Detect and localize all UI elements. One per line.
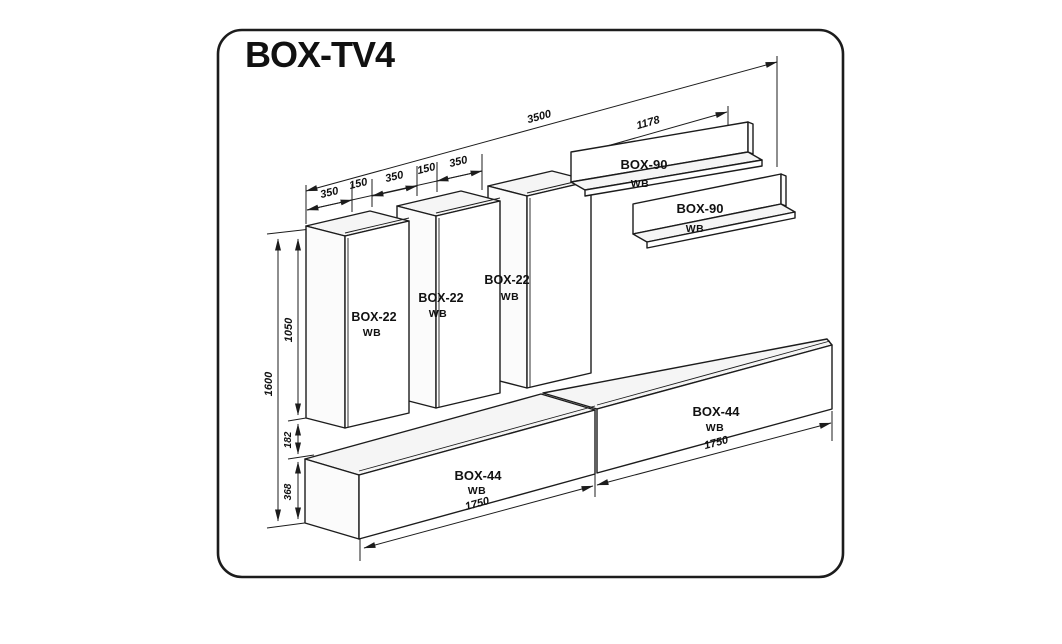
- dim-label-150-1: 150: [348, 176, 369, 192]
- dim-label-368: 368: [283, 483, 294, 500]
- cabinet2-label: BOX-22: [418, 291, 463, 305]
- shelf2-finish: WB: [686, 223, 705, 235]
- base-right-finish: WB: [706, 422, 725, 434]
- dimension-chain-top: 350 150 350 150 350: [306, 154, 483, 212]
- dim-label-182: 182: [283, 431, 294, 448]
- shelf2-label: BOX-90: [677, 201, 724, 216]
- shelf2-end-cap: [780, 173, 787, 207]
- cabinet1-finish: WB: [363, 327, 382, 339]
- base-left-label: BOX-44: [455, 468, 503, 483]
- dim-label-150-2: 150: [416, 161, 437, 177]
- cabinet1-label: BOX-22: [351, 310, 396, 324]
- page-title: BOX-TV4: [245, 34, 395, 75]
- shelf1-label: BOX-90: [621, 157, 668, 172]
- dim-label-350-3: 350: [448, 154, 469, 170]
- shelf1-end-cap: [747, 121, 754, 155]
- base-right-label: BOX-44: [693, 404, 741, 419]
- dim-label-350-1: 350: [319, 185, 340, 201]
- shelf1-finish: WB: [631, 178, 650, 190]
- drawing-border: [216, 28, 845, 579]
- shelf-box90-2: [632, 173, 796, 249]
- shelf1-board-lip: [584, 159, 763, 197]
- dim-label-350-2: 350: [384, 169, 405, 185]
- shelf-box90-1: [570, 121, 763, 197]
- dim-label-1600: 1600: [263, 371, 275, 396]
- cabinet3-front-face: [526, 180, 592, 389]
- cabinet1-front-face: [344, 220, 410, 429]
- dim-label-1178: 1178: [635, 114, 662, 132]
- shelf2-board-lip: [646, 211, 796, 249]
- cabinet3-finish: WB: [501, 291, 520, 303]
- cabinet1-side-face: [305, 225, 346, 429]
- cabinet2-finish: WB: [429, 308, 448, 320]
- cabinet3-label: BOX-22: [484, 273, 529, 287]
- dim-label-3500: 3500: [526, 108, 554, 126]
- cabinet-box22-1: [305, 210, 410, 429]
- cabinet2-front-face: [435, 200, 501, 409]
- dim-label-1050: 1050: [283, 317, 295, 342]
